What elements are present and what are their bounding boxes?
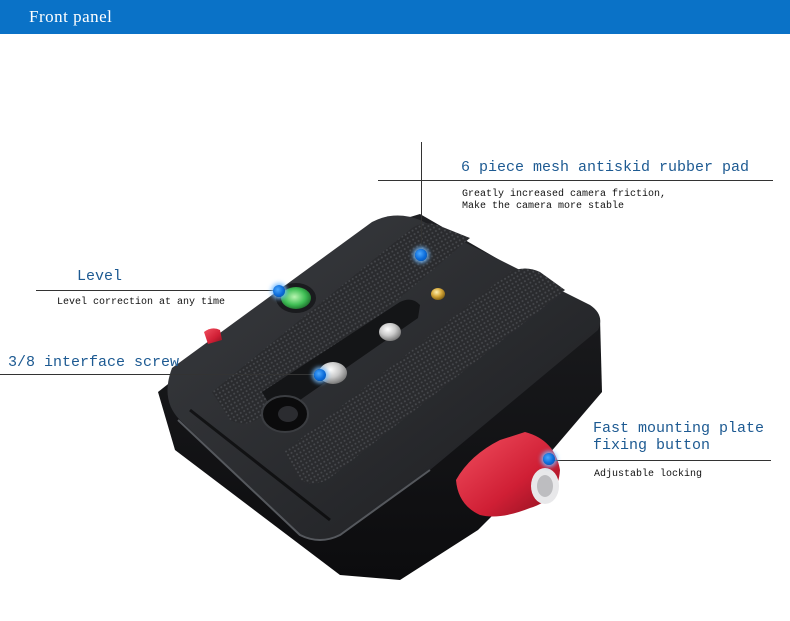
rubber-pad-title: 6 piece mesh antiskid rubber pad [461, 159, 750, 176]
rubber-pad-desc-line2: Make the camera more stable [462, 201, 625, 212]
rubber-pad-desc-line1: Greatly increased camera friction, [462, 189, 667, 200]
level-leader-line [36, 290, 279, 291]
level-callout: Level [77, 268, 122, 285]
rubber-pad-marker [415, 249, 427, 261]
level-desc: Level correction at any time [57, 297, 226, 308]
screw-marker [314, 369, 326, 381]
fixing-button-desc: Adjustable locking [594, 469, 703, 480]
fixing-button-callout: Fast mounting plate fixing button [593, 420, 764, 454]
header-bar: Front panel [0, 0, 790, 34]
screw-callout: 3/8 interface screw [8, 354, 179, 371]
fixing-button-marker [543, 453, 555, 465]
page-title: Front panel [29, 7, 113, 26]
level-desc-box: Level correction at any time [57, 297, 225, 309]
screw-title: 3/8 interface screw [8, 354, 180, 371]
rubber-pad-callout: 6 piece mesh antiskid rubber pad [461, 159, 749, 176]
fixing-button-leader-line [549, 460, 771, 461]
rubber-pad-desc: Greatly increased camera friction, Make … [462, 189, 666, 213]
level-title: Level [77, 268, 123, 285]
level-marker [273, 285, 285, 297]
screw-leader-line [0, 374, 320, 375]
rubber-pad-vertical-leader [421, 142, 422, 254]
fixing-button-title-line2: fixing button [593, 437, 711, 454]
fixing-button-desc-box: Adjustable locking [594, 469, 702, 481]
rubber-pad-leader-line [378, 180, 773, 181]
fixing-button-title-line1: Fast mounting plate [593, 420, 765, 437]
